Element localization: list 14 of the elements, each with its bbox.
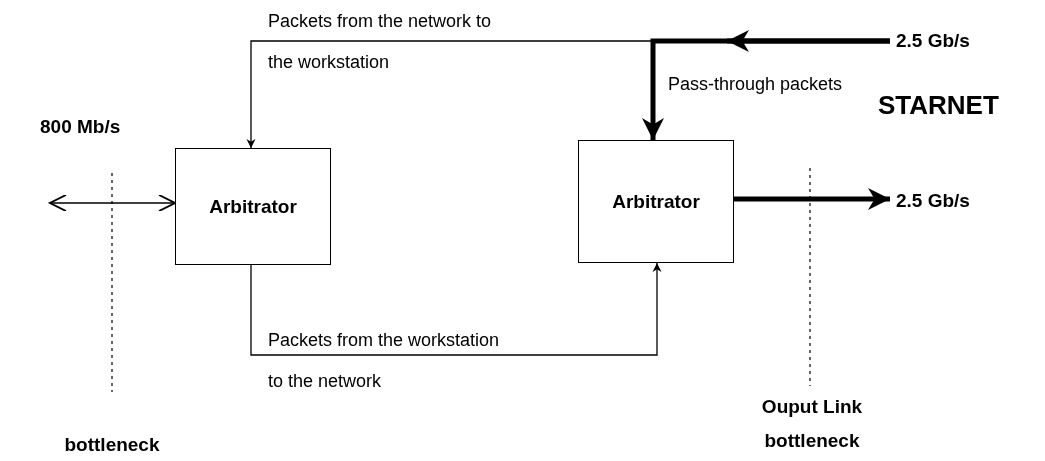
arrow xyxy=(734,188,890,210)
arbitrator-box: Arbitrator xyxy=(578,140,734,263)
rate-label: 2.5 Gb/s xyxy=(896,188,1016,214)
arbitrator-box: Arbitrator xyxy=(175,148,331,265)
arrow xyxy=(727,30,890,52)
arrow xyxy=(250,262,662,356)
annotation-label: bottleneck xyxy=(63,433,161,457)
network-title: STARNET xyxy=(878,89,1000,122)
annotation-label: Ouput Link bottleneck xyxy=(760,395,864,453)
rate-label: 2.5 Gb/s xyxy=(896,28,1016,54)
edge-label: Packets from the workstation to the network xyxy=(268,329,501,393)
annotation-label: 800 Mb/s xyxy=(40,115,122,139)
edge-label: Packets from the network to the workstation xyxy=(268,10,493,74)
arrow xyxy=(49,194,176,212)
